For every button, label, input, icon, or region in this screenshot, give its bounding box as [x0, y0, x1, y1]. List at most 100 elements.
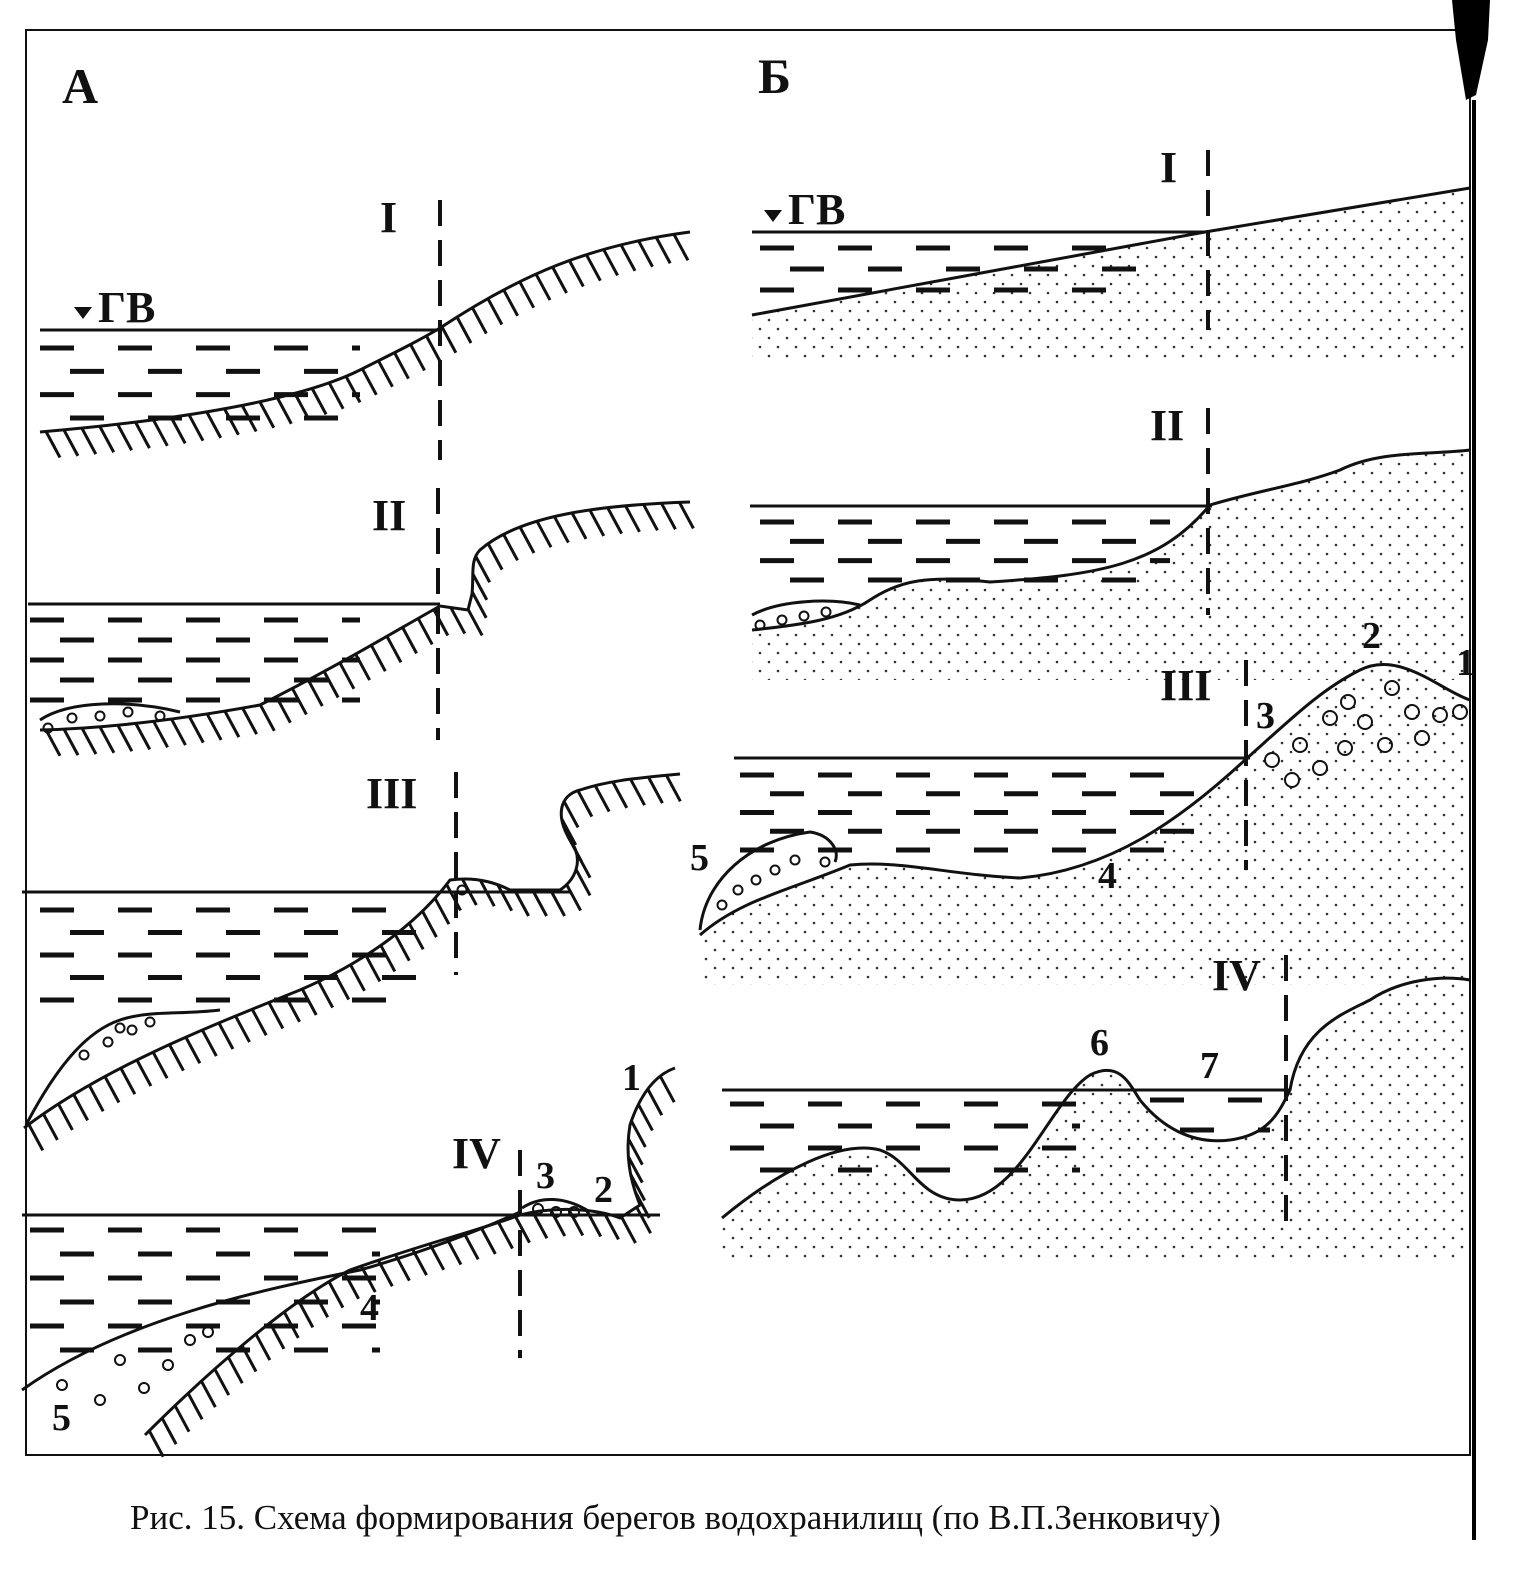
- hatch-stroke: [223, 710, 241, 738]
- marker-7: 7: [1200, 1045, 1219, 1087]
- hatch-stroke: [630, 1120, 647, 1148]
- hatch-stroke: [534, 273, 552, 301]
- hatch-stroke: [480, 1227, 497, 1255]
- hatch-stroke: [44, 729, 62, 757]
- pebble: [94, 710, 106, 722]
- bedrock-profile: [39, 500, 691, 732]
- stage-label-IV: IV: [452, 1129, 501, 1178]
- sediment-deposit: [21, 1210, 521, 1392]
- hatch-stroke: [27, 1123, 45, 1152]
- panel-b-stage-1: I ГВ: [751, 143, 1471, 360]
- hatch-stroke: [327, 382, 345, 410]
- pebbles: [78, 884, 468, 1061]
- hatch-stroke: [502, 533, 519, 562]
- pebble: [1322, 710, 1338, 726]
- hatch-stroke: [223, 408, 240, 436]
- hatch-stroke: [240, 1344, 258, 1373]
- water-dashes: [40, 907, 416, 1003]
- hatch-stroke: [531, 1211, 549, 1239]
- pebble: [202, 1326, 214, 1338]
- pebble: [42, 722, 54, 734]
- marker-5: 5: [52, 1397, 71, 1439]
- hatch-stroke: [361, 368, 378, 396]
- pebble: [184, 1334, 196, 1346]
- hatch-stroke: [62, 429, 80, 457]
- hatch-stroke: [471, 573, 489, 601]
- hatch-stroke: [606, 506, 623, 535]
- ground-profile: [721, 976, 1471, 1220]
- hatch-stroke: [170, 718, 187, 746]
- stage-label-III: III: [1160, 661, 1211, 710]
- pebble: [162, 1359, 174, 1371]
- hatch-stroke: [486, 297, 504, 326]
- marker-3: 3: [1256, 695, 1275, 737]
- pebbles-small: [716, 854, 831, 911]
- hatch-stroke: [258, 401, 276, 429]
- hatch-stroke: [486, 542, 504, 571]
- stage-label-II: II: [1150, 401, 1184, 450]
- hatch-stroke: [116, 724, 134, 752]
- hatch-stroke: [407, 922, 425, 950]
- pebble: [1452, 704, 1468, 720]
- pebble: [94, 1394, 106, 1406]
- stage-label-III: III: [366, 769, 417, 818]
- hatch-stroke: [306, 679, 324, 707]
- water-level-label: ГВ: [98, 283, 155, 332]
- marker-4: 4: [360, 1287, 379, 1329]
- stage-label-IV: IV: [1212, 951, 1261, 1000]
- hatch-stroke: [80, 427, 98, 455]
- hatch-stroke: [474, 555, 491, 583]
- beach-ridge: [521, 1197, 591, 1214]
- ground-profile: [751, 448, 1471, 632]
- pebble: [114, 1354, 126, 1366]
- hatch-stroke: [642, 503, 659, 532]
- hatch-stroke: [327, 1280, 345, 1309]
- hatch-stroke: [377, 360, 394, 388]
- hatch-stroke: [637, 1103, 654, 1132]
- sand-body: [700, 664, 1470, 985]
- marker-5: 5: [690, 837, 709, 879]
- water-dashes: [30, 1227, 380, 1353]
- hatch-stroke: [470, 591, 488, 619]
- hatch-stroke: [611, 781, 629, 809]
- hatch-stroke: [518, 280, 536, 309]
- marker-4: 4: [1098, 855, 1117, 897]
- hatch-stroke: [449, 606, 467, 635]
- hatch-stroke: [186, 1392, 204, 1421]
- hatch-stroke: [593, 784, 611, 813]
- ground-profile: [751, 186, 1471, 317]
- water-dashes: [30, 617, 360, 703]
- hatch-stroke: [173, 1404, 191, 1433]
- hatch-stroke: [497, 1221, 514, 1250]
- hatch-stroke: [549, 1209, 567, 1237]
- hatch-stroke: [514, 1215, 531, 1244]
- hatch-stroke: [291, 687, 308, 716]
- hatch-stroke: [42, 1113, 59, 1141]
- hatch-stroke: [619, 244, 637, 272]
- hatch-stroke: [531, 889, 548, 917]
- hatch-stroke: [241, 707, 258, 735]
- hatch-stroke: [240, 404, 258, 433]
- water-dashes: [760, 519, 1170, 583]
- hatch-stroke: [201, 1029, 218, 1057]
- water-level-marker-icon: [74, 307, 92, 319]
- hatch-stroke: [62, 728, 80, 756]
- hatch-stroke: [317, 980, 334, 1009]
- marker-2: 2: [594, 1169, 613, 1211]
- hatch-stroke: [297, 1300, 315, 1329]
- hatch-stroke: [518, 526, 536, 554]
- hatch-stroke: [562, 800, 580, 829]
- pebble: [819, 856, 831, 868]
- pebble: [789, 854, 801, 866]
- water-dashes: [730, 1101, 1080, 1173]
- water-dashes: [40, 345, 360, 421]
- hatch-stroke: [567, 1208, 585, 1237]
- panel-b-stage-2: II: [750, 401, 1471, 680]
- hatch-stroke: [401, 626, 418, 655]
- hatch-stroke: [205, 411, 223, 439]
- hatch-stroke: [379, 944, 397, 973]
- hatch-stroke: [588, 509, 606, 537]
- hatch-stroke: [478, 879, 496, 907]
- hatch-stroke: [343, 1272, 360, 1300]
- sediment-deposit: [751, 599, 861, 617]
